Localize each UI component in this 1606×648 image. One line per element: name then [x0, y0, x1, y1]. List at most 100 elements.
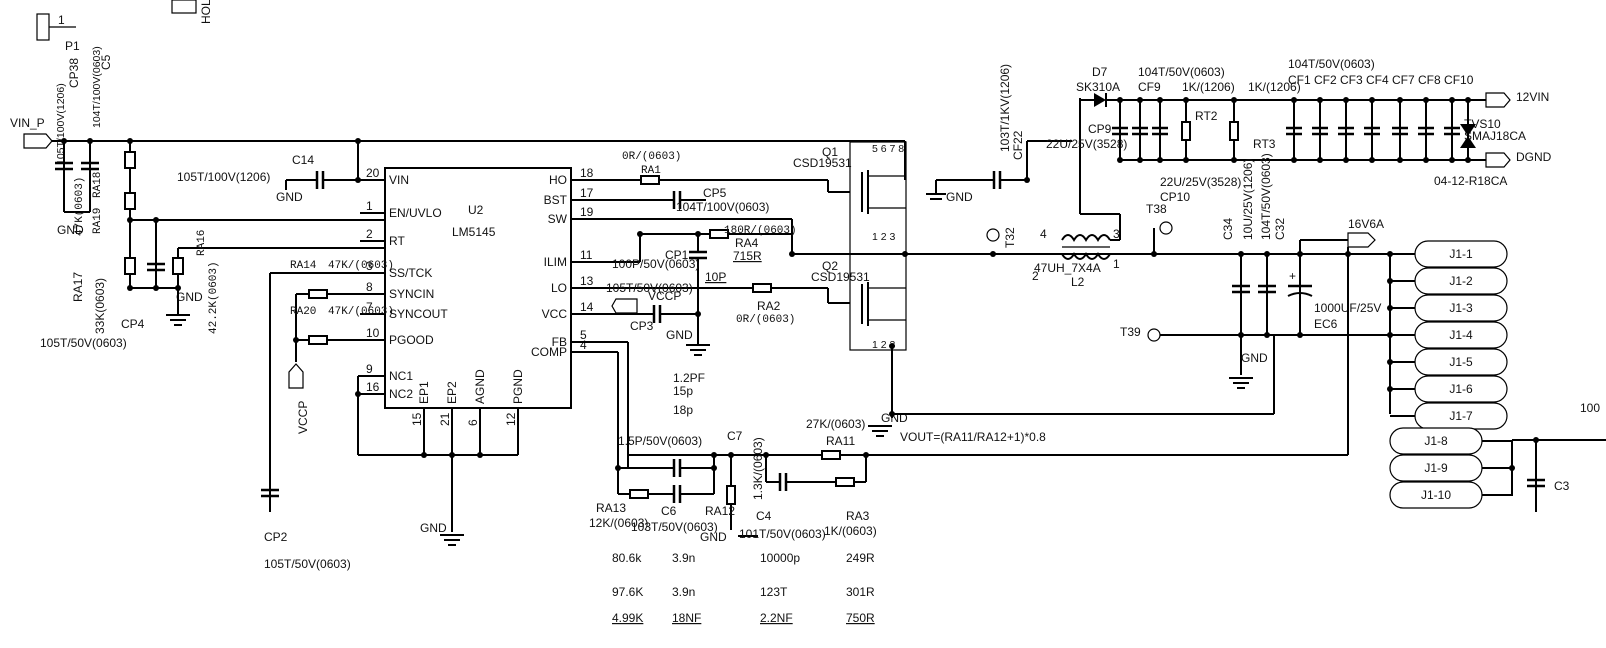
u2-pin-number: 5	[580, 328, 587, 342]
t38-testpoint[interactable]	[1159, 221, 1173, 235]
u2-pin-number: 2	[366, 227, 373, 241]
l2-pin2: 2	[1032, 269, 1039, 283]
u2-pin-number: 21	[438, 412, 452, 426]
junction-dot	[1343, 157, 1349, 163]
junction-dot	[990, 251, 996, 257]
vout-formula: VOUT=(RA11/RA12+1)*0.8	[900, 430, 1046, 444]
ra17-value: 33K(0603)	[93, 278, 107, 334]
vccp-port-left	[288, 363, 304, 389]
alt-table-cell: 750R	[846, 611, 875, 625]
junction-dot	[87, 138, 93, 144]
alt-table-cell: 249R	[846, 551, 875, 565]
q1-part: CSD19531	[793, 156, 852, 170]
ra16-value: 42.2K(0603)	[208, 261, 220, 334]
c4-value: 101T/50V(0603)	[739, 527, 826, 541]
l2-ref: L2	[1071, 275, 1085, 289]
junction-dot	[863, 452, 869, 458]
ra20-label: RA20	[290, 306, 316, 318]
junction-dot	[695, 231, 701, 237]
j1-pin-label: J1-2	[1449, 274, 1473, 288]
cp3-ref: CP3	[630, 319, 654, 333]
j1-pin-label: J1-6	[1449, 382, 1473, 396]
junction-dot	[293, 337, 299, 343]
c3x-ref: C3	[1554, 479, 1570, 493]
t32-testpoint[interactable]	[986, 228, 1000, 242]
cp5-ref: CP5	[703, 186, 727, 200]
junction-dot	[1343, 97, 1349, 103]
c34-value: 10U/25V(1206)	[1241, 159, 1255, 240]
ra11-ref: RA11	[826, 434, 855, 448]
junction-dot	[1117, 97, 1123, 103]
junction-dot	[175, 285, 181, 291]
ra12-ref: RA12	[705, 504, 735, 518]
u2-pin-number: 19	[580, 205, 594, 219]
ec6-plus: +	[1289, 269, 1296, 283]
j1-pin-label: J1-1	[1449, 247, 1473, 261]
cf22-value: 103T/1KV(1206)	[998, 64, 1012, 152]
u2-pin-number: 12	[504, 412, 518, 426]
v16v6a-label: 16V6A	[1348, 217, 1384, 231]
junction-dot	[127, 217, 133, 223]
ra4-resistor	[709, 229, 729, 239]
junction-dot	[355, 391, 361, 397]
junction-dot	[1449, 157, 1455, 163]
ra11-value: 27K/(0603)	[806, 417, 865, 431]
junction-dot	[889, 343, 895, 349]
junction-dot	[1397, 157, 1403, 163]
j1-pin-label: J1-7	[1449, 409, 1473, 423]
ra3-ref: RA3	[846, 509, 870, 523]
u2-pin-name: BST	[544, 193, 568, 207]
junction-dot	[1297, 251, 1303, 257]
junction-dot	[1465, 157, 1471, 163]
junction-dot	[1509, 465, 1515, 471]
p1-ref: P1	[65, 39, 80, 53]
cp10-ref: CP10	[1160, 190, 1190, 204]
vccp-label-right: VCCP	[648, 289, 681, 303]
cp9-ref: CP9	[1088, 122, 1112, 136]
output-gnd-label: GND	[1241, 351, 1268, 365]
j1-connector: J1-1J1-2J1-3J1-4J1-5J1-6J1-7J1-8J1-9J1-1…	[1389, 240, 1512, 509]
t39-ref: T39	[1120, 325, 1141, 339]
junction-dot	[1157, 157, 1163, 163]
u2-pin-number: 1	[366, 199, 373, 213]
u2-pin-name: PGND	[511, 369, 525, 404]
u2-pin-number: 14	[580, 300, 594, 314]
cp1-alt: 10P	[705, 270, 726, 284]
junction-dot	[1238, 332, 1244, 338]
vin-p-label: VIN_P	[10, 116, 45, 130]
u2-pin-number: 8	[366, 280, 373, 294]
alt-table-cell: 4.99K	[612, 611, 643, 625]
rt-gnd-label: GND	[176, 290, 203, 304]
cf-bank-value: 104T/50V(0603)	[1288, 57, 1375, 71]
junction-dot	[1387, 332, 1393, 338]
cf9-value: 104T/50V(0603)	[1138, 65, 1225, 79]
t39-testpoint[interactable]	[1147, 328, 1161, 342]
junction-dot	[1423, 97, 1429, 103]
dgnd-label: DGND	[1516, 150, 1552, 164]
hol-box	[171, 0, 197, 14]
junction-dot	[1264, 251, 1270, 257]
c7-value: 1.5P/50V(0603)	[618, 434, 702, 448]
ra14-resistor	[308, 289, 328, 299]
junction-dot	[1231, 157, 1237, 163]
c34-ref: C34	[1221, 218, 1235, 240]
junction-dot	[1183, 157, 1189, 163]
junction-dot	[1317, 157, 1323, 163]
ra12-value: 1.3K/(0603)	[751, 437, 765, 500]
cp4-ref: CP4	[121, 317, 145, 331]
u2-pin-name: RT	[389, 234, 405, 248]
cp1-value: 100P/50V(0603)	[612, 257, 699, 271]
u2-pin-number: 16	[366, 380, 380, 394]
ra1-value: 0R/(0603)	[622, 151, 681, 163]
junction-dot	[1533, 437, 1539, 443]
alt-table-cell: 18NF	[672, 611, 701, 625]
rt2-ref: RT2	[1195, 109, 1218, 123]
u2-pin-number: 4	[580, 338, 587, 352]
c4-ref: C4	[756, 509, 772, 523]
junction-dot	[1387, 278, 1393, 284]
junction-dot	[1291, 97, 1297, 103]
d7-ref: D7	[1092, 65, 1108, 79]
u2-pin-number: 13	[580, 274, 594, 288]
